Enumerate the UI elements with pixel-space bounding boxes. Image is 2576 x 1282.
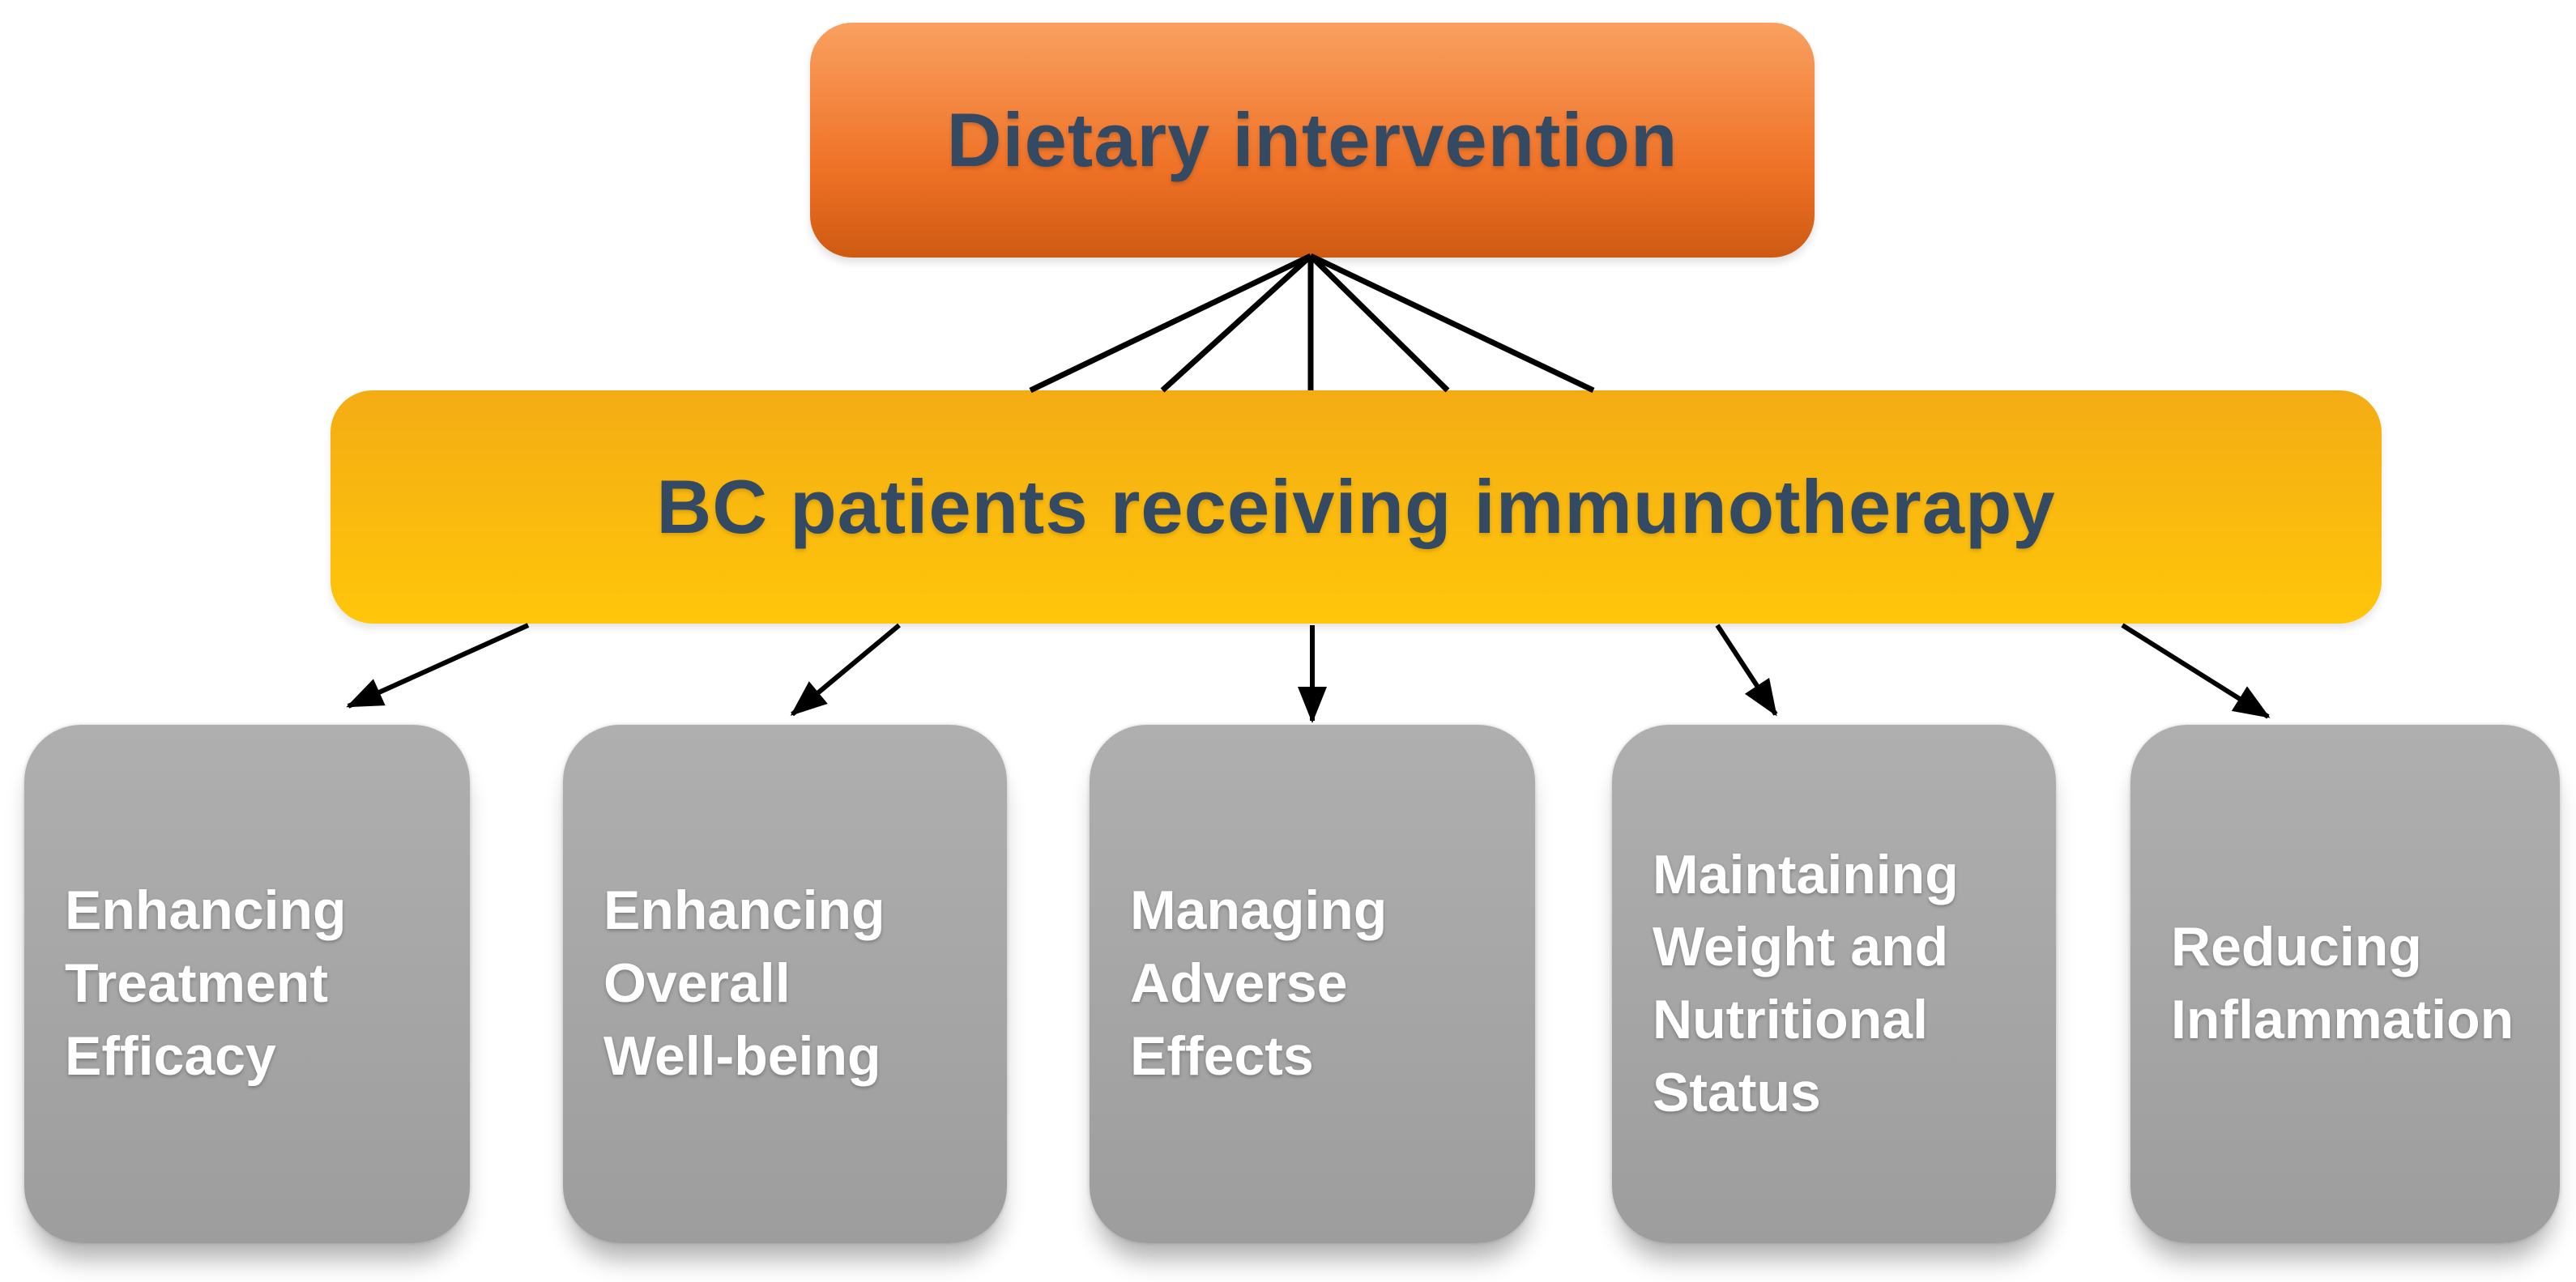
node-managing-adverse-effects-label: Managing Adverse Effects	[1130, 880, 1388, 1087]
node-maintaining-weight-nutritional-status: Maintaining Weight and Nutritional Statu…	[1612, 725, 2056, 1243]
fan-line-2	[1160, 253, 1313, 393]
node-managing-adverse-effects: Managing Adverse Effects	[1090, 725, 1535, 1243]
node-dietary-intervention-label: Dietary intervention	[946, 97, 1678, 182]
arrow-to-enhancing-treatment-efficacy	[346, 623, 530, 709]
node-bc-patients: BC patients receiving immunotherapy	[331, 390, 2382, 624]
arrow-to-maintaining-weight-nutritional-status	[1715, 624, 1778, 717]
fan-line-5	[1309, 253, 1595, 394]
fan-line-1	[1029, 253, 1312, 394]
node-enhancing-overall-well-being-label: Enhancing Overall Well-being	[603, 880, 885, 1087]
node-reducing-inflammation-label: Reducing Inflammation	[2171, 916, 2514, 1050]
arrow-to-reducing-inflammation	[2121, 623, 2271, 719]
node-maintaining-weight-nutritional-status-label: Maintaining Weight and Nutritional Statu…	[1653, 843, 1959, 1123]
node-enhancing-treatment-efficacy: Enhancing Treatment Efficacy	[24, 725, 470, 1243]
fan-line-4	[1308, 253, 1450, 393]
node-bc-patients-label: BC patients receiving immunotherapy	[656, 464, 2056, 549]
node-dietary-intervention: Dietary intervention	[810, 23, 1815, 258]
node-enhancing-treatment-efficacy-label: Enhancing Treatment Efficacy	[65, 880, 347, 1087]
node-enhancing-overall-well-being: Enhancing Overall Well-being	[563, 725, 1007, 1243]
node-reducing-inflammation: Reducing Inflammation	[2130, 725, 2560, 1243]
arrow-to-enhancing-overall-well-being	[790, 623, 901, 717]
